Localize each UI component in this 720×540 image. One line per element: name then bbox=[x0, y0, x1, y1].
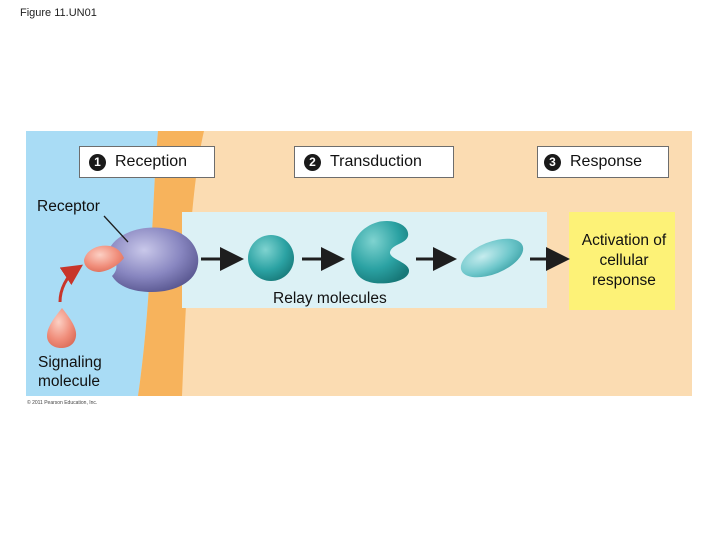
relay-molecule-3 bbox=[460, 238, 524, 278]
step-number-1: 1 bbox=[89, 153, 106, 171]
relay-molecules-label: Relay molecules bbox=[273, 290, 387, 307]
signaling-molecule-shape bbox=[47, 308, 77, 348]
step-number-2: 2 bbox=[304, 153, 321, 171]
receptor-protein bbox=[108, 227, 199, 292]
relay-molecule-1 bbox=[248, 235, 294, 281]
step-transduction: 2 Transduction bbox=[294, 146, 454, 178]
receptor-label: Receptor bbox=[37, 198, 100, 215]
copyright-text: © 2011 Pearson Education, Inc. bbox=[27, 400, 98, 406]
response-label: Activation of cellular response bbox=[581, 232, 667, 289]
signaling-molecule-label: Signaling molecule bbox=[38, 354, 102, 390]
figure-title: Figure 11.UN01 bbox=[20, 7, 97, 19]
receptor-pointer bbox=[103, 215, 129, 243]
step-number-3: 3 bbox=[544, 153, 561, 171]
step-label-transduction: Transduction bbox=[330, 153, 422, 170]
step-label-response: Response bbox=[570, 153, 643, 170]
relay-molecule-2 bbox=[351, 220, 410, 284]
step-label-reception: Reception bbox=[115, 153, 188, 170]
step-reception: 1 Reception bbox=[79, 146, 215, 178]
bound-signal bbox=[84, 245, 124, 272]
binding-arrow bbox=[58, 264, 83, 303]
step-response: 3 Response bbox=[537, 146, 669, 178]
response-box bbox=[569, 212, 675, 310]
